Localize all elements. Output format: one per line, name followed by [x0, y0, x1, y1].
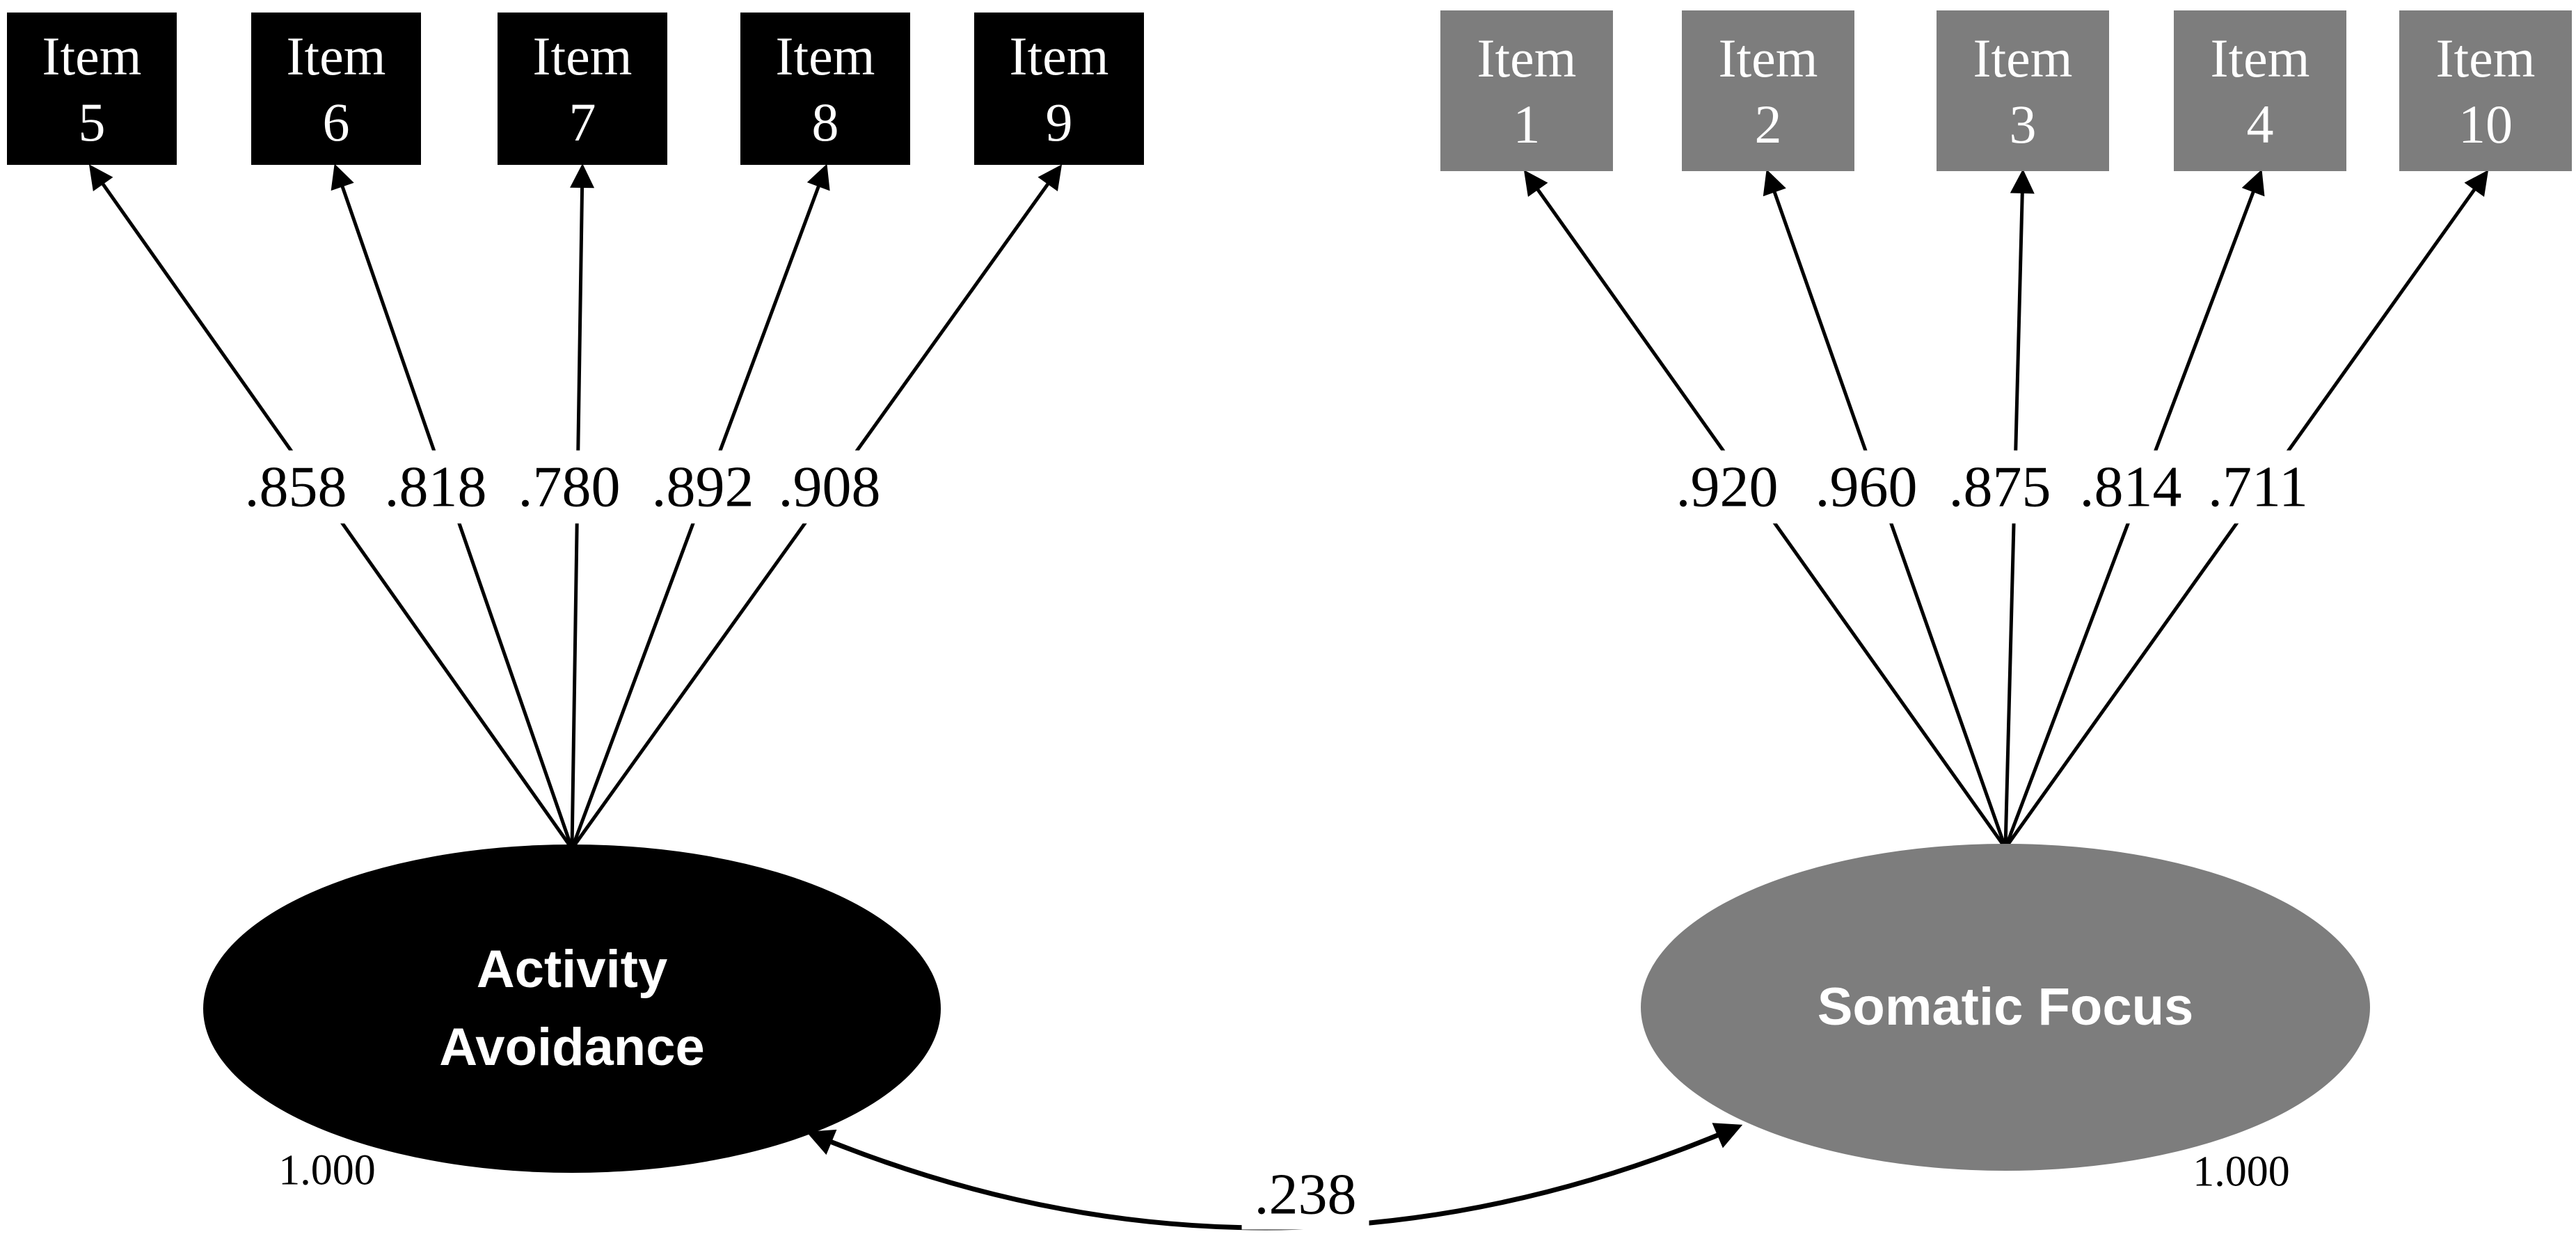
loading-value-item-7: .780 [507, 450, 632, 524]
loading-value-item-2: .960 [1804, 450, 1929, 524]
loading-value-item-10: .711 [2197, 450, 2319, 524]
indicator-box-item-3: Item 3 [1937, 10, 2109, 171]
factor-name-line-2: Avoidance [439, 1018, 705, 1077]
indicator-word: Item [532, 25, 633, 86]
latent-factor-activity-avoidance: Activity Avoidance [203, 844, 941, 1173]
indicator-number: 5 [78, 91, 106, 152]
indicator-box-item-8: Item 8 [740, 13, 910, 165]
indicator-word: Item [2210, 27, 2310, 88]
indicator-number: 1 [1513, 93, 1541, 154]
indicator-box-item-4: Item 4 [2174, 10, 2346, 171]
covariance-value: .238 [1241, 1159, 1369, 1230]
indicator-word: Item [1973, 27, 2073, 88]
indicator-word: Item [1718, 27, 1818, 88]
loading-value-item-8: .892 [640, 450, 765, 524]
indicator-box-item-6: Item 6 [251, 13, 421, 165]
indicator-number: 10 [2458, 93, 2513, 154]
indicator-box-item-9: Item 9 [974, 13, 1144, 165]
indicator-number: 6 [322, 91, 350, 152]
indicator-box-item-7: Item 7 [498, 13, 667, 165]
loading-value-item-6: .818 [373, 450, 498, 524]
indicator-word: Item [42, 25, 142, 86]
indicator-word: Item [1009, 25, 1109, 86]
indicator-box-item-1: Item 1 [1440, 10, 1613, 171]
loading-value-item-4: .814 [2068, 450, 2193, 524]
indicator-word: Item [2435, 27, 2536, 88]
loading-value-item-9: .908 [767, 450, 892, 524]
indicator-box-item-5: Item 5 [7, 13, 177, 165]
indicator-word: Item [775, 25, 875, 86]
indicator-box-item-10: Item 10 [2399, 10, 2572, 171]
factor-name: Somatic Focus [1817, 977, 2194, 1036]
indicator-word: Item [1477, 27, 1577, 88]
variance-label-activity-avoidance: 1.000 [278, 1146, 376, 1194]
indicator-number: 4 [2246, 93, 2274, 154]
loading-value-item-3: .875 [1937, 450, 2062, 524]
factor-name-line-1: Activity [476, 940, 668, 999]
loading-value-item-5: .858 [233, 450, 358, 524]
indicator-number: 2 [1754, 93, 1782, 154]
indicator-number: 8 [811, 91, 839, 152]
indicator-number: 3 [2009, 93, 2037, 154]
loading-value-item-1: .920 [1664, 450, 1790, 524]
latent-factor-somatic-focus: Somatic Focus [1641, 844, 2370, 1171]
indicator-box-item-2: Item 2 [1682, 10, 1854, 171]
indicator-number: 9 [1045, 91, 1073, 152]
variance-label-somatic-focus: 1.000 [2193, 1148, 2290, 1196]
indicator-word: Item [286, 25, 386, 86]
indicator-number: 7 [569, 91, 596, 152]
